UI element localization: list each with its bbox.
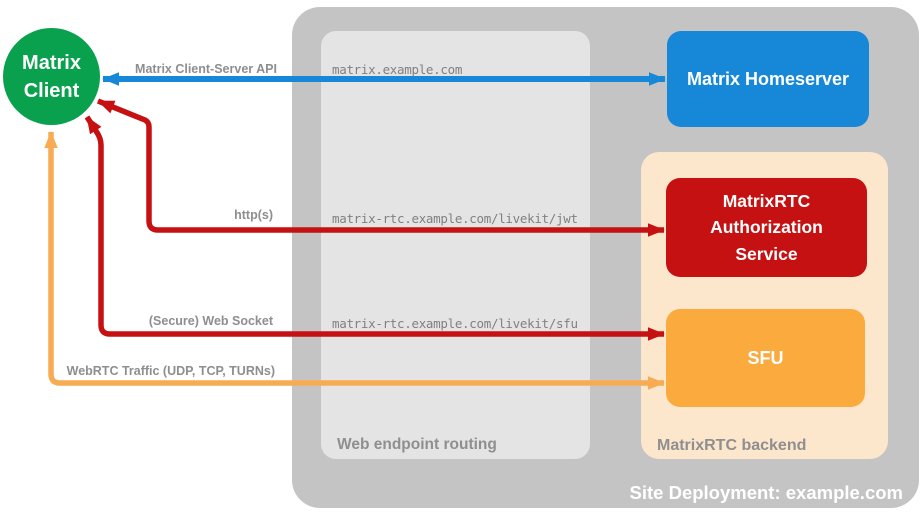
https-arrow-label: http(s) <box>234 208 273 222</box>
matrixrtc-auth-service-node: MatrixRTC Authorization Service <box>666 178 867 277</box>
matrixrtc-backend-label: MatrixRTC backend <box>657 437 807 454</box>
matrix-homeserver-label: Matrix Homeserver <box>686 68 850 89</box>
endpoint-url-matrix: matrix.example.com <box>332 62 463 77</box>
matrix-client-label: Matrix Client <box>22 51 81 102</box>
matrix-client-node: Matrix Client <box>3 28 100 125</box>
site-deployment-title: Site Deployment: example.com <box>629 482 903 503</box>
web-endpoint-routing-box <box>321 31 590 459</box>
matrixrtc-auth-service-label: MatrixRTC Authorization Service <box>710 191 823 264</box>
web-endpoint-routing-label: Web endpoint routing <box>337 436 497 453</box>
client-server-api-arrow-label: Matrix Client-Server API <box>135 62 277 76</box>
sfu-label: SFU <box>747 347 784 368</box>
webrtc-arrow-label: WebRTC Traffic (UDP, TCP, TURNs) <box>66 364 275 378</box>
endpoint-url-livekit-jwt: matrix-rtc.example.com/livekit/jwt <box>332 211 578 226</box>
sfu-node: SFU <box>666 309 865 407</box>
matrix-homeserver-node: Matrix Homeserver <box>667 31 869 127</box>
websocket-arrow-label: (Secure) Web Socket <box>148 314 273 328</box>
endpoint-url-livekit-sfu: matrix-rtc.example.com/livekit/sfu <box>332 316 578 331</box>
